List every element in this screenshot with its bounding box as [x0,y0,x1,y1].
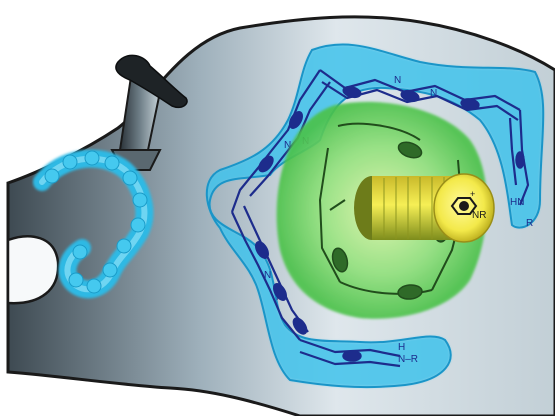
hn-label-top: HN [510,197,524,208]
n-label: N [430,88,437,99]
nr-label: NR [472,210,486,221]
n-label: N [394,75,401,86]
n-label: N [276,292,283,303]
nr-label-bottom: N–R [398,354,418,365]
plus-sign-label: + [470,189,475,199]
n-label: N [264,270,271,281]
h-label-bottom: H [398,342,405,353]
r-label-top: R [526,218,533,229]
axle-rotaxane-icon: NR + [354,174,494,242]
